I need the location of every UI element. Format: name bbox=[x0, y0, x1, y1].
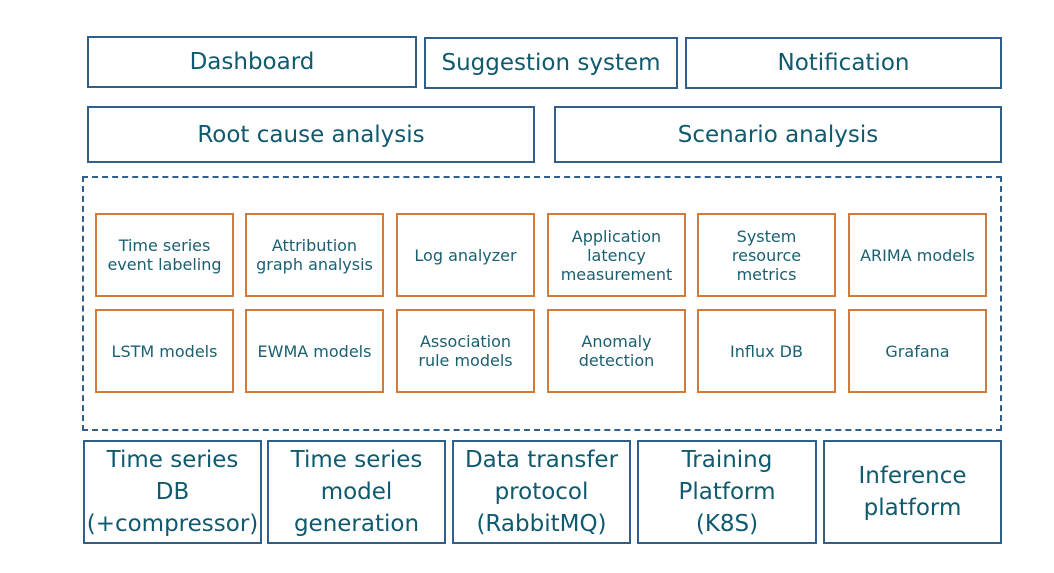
module-label: ARIMA models bbox=[860, 245, 975, 265]
time-series-db-box: Time series DB (+compressor) bbox=[83, 440, 262, 544]
time-series-model-generation-box: Time series model generation bbox=[267, 440, 446, 544]
modules-container bbox=[82, 176, 1002, 431]
module-label: Attribution graph analysis bbox=[256, 236, 373, 274]
notification-box: Notification bbox=[685, 37, 1002, 89]
data-transfer-protocol-box: Data transfer protocol (RabbitMQ) bbox=[452, 440, 631, 544]
module-lstm-models: LSTM models bbox=[95, 309, 234, 393]
training-platform-label: Training Platform (K8S) bbox=[678, 447, 776, 537]
module-ewma-models: EWMA models bbox=[245, 309, 384, 393]
time-series-db-label: Time series DB (+compressor) bbox=[86, 447, 259, 537]
module-log-analyzer: Log analyzer bbox=[396, 213, 535, 297]
module-application-latency-measurement: Application latency measurement bbox=[547, 213, 686, 297]
time-series-model-generation-label: Time series model generation bbox=[290, 447, 423, 537]
root-cause-analysis-label: Root cause analysis bbox=[197, 121, 425, 148]
module-system-resource-metrics: System resource metrics bbox=[697, 213, 836, 297]
module-label: Grafana bbox=[885, 341, 950, 361]
module-anomaly-detection: Anomaly detection bbox=[547, 309, 686, 393]
dashboard-box: Dashboard bbox=[87, 36, 417, 88]
dashboard-label: Dashboard bbox=[189, 49, 315, 75]
module-influx-db: Influx DB bbox=[697, 309, 836, 393]
suggestion-system-box: Suggestion system bbox=[424, 37, 678, 89]
module-grafana: Grafana bbox=[848, 309, 987, 393]
inference-platform-box: Inference platform bbox=[823, 440, 1002, 544]
module-association-rule-models: Association rule models bbox=[396, 309, 535, 393]
suggestion-system-label: Suggestion system bbox=[441, 50, 661, 76]
module-label: Association rule models bbox=[418, 332, 513, 370]
root-cause-analysis-box: Root cause analysis bbox=[87, 106, 535, 163]
module-attribution-graph-analysis: Attribution graph analysis bbox=[245, 213, 384, 297]
scenario-analysis-label: Scenario analysis bbox=[677, 121, 879, 148]
module-label: Time series event labeling bbox=[107, 236, 222, 274]
scenario-analysis-box: Scenario analysis bbox=[554, 106, 1002, 163]
module-label: EWMA models bbox=[257, 341, 372, 361]
module-label: Influx DB bbox=[730, 341, 803, 361]
module-time-series-event-labeling: Time series event labeling bbox=[95, 213, 234, 297]
module-arima-models: ARIMA models bbox=[848, 213, 987, 297]
inference-platform-label: Inference platform bbox=[858, 463, 967, 521]
module-label: Application latency measurement bbox=[560, 226, 673, 284]
notification-label: Notification bbox=[777, 50, 910, 76]
training-platform-box: Training Platform (K8S) bbox=[637, 440, 817, 544]
module-label: LSTM models bbox=[111, 341, 218, 361]
data-transfer-protocol-label: Data transfer protocol (RabbitMQ) bbox=[464, 447, 619, 537]
module-label: Anomaly detection bbox=[578, 332, 655, 370]
module-label: System resource metrics bbox=[731, 226, 802, 284]
module-label: Log analyzer bbox=[414, 245, 517, 265]
